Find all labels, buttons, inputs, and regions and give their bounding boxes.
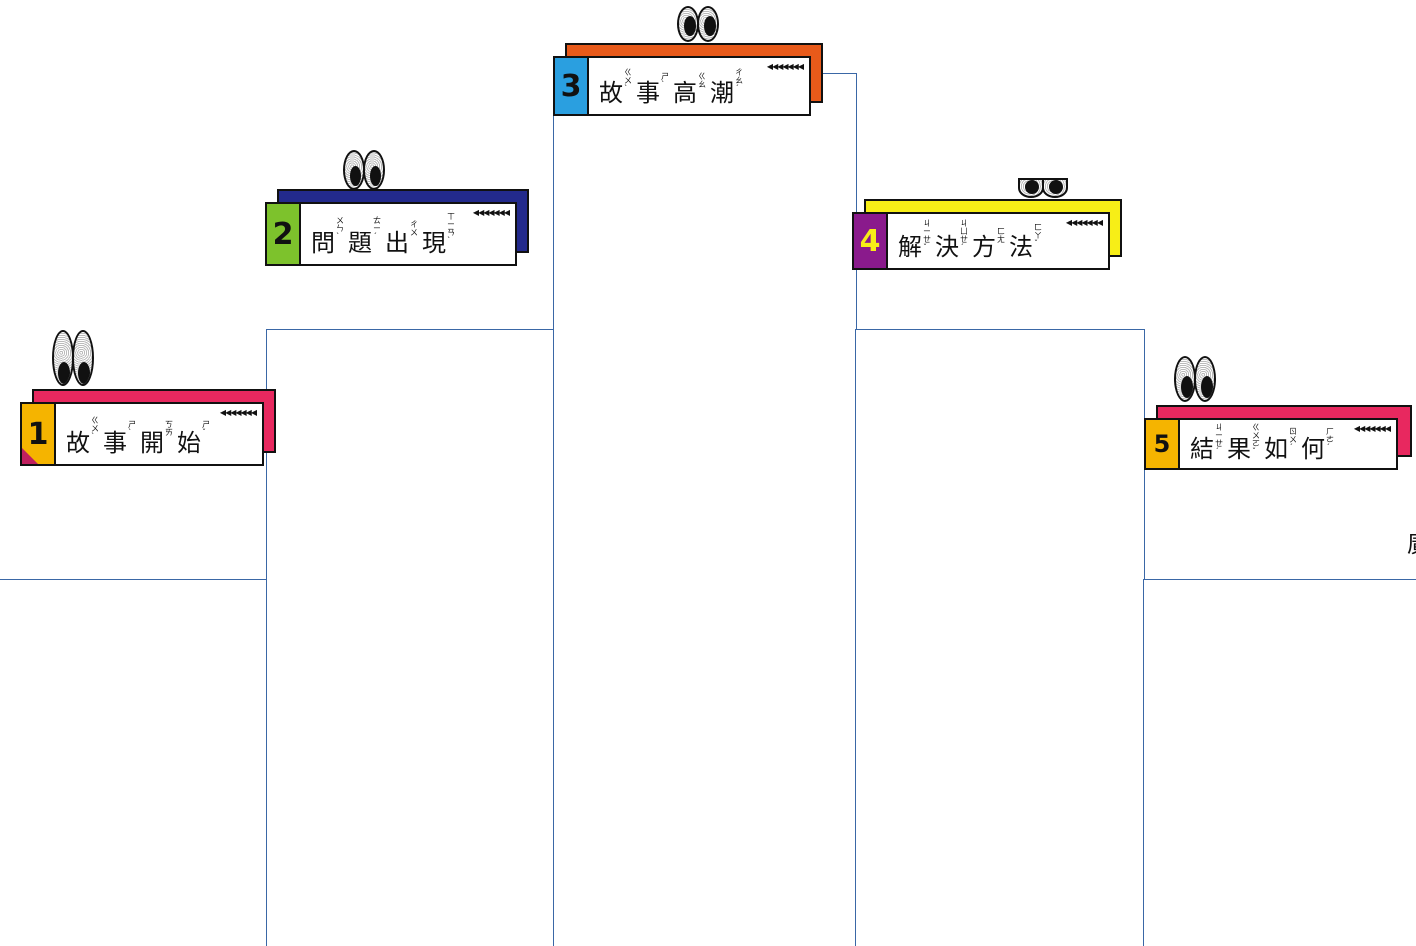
title-char: 結 <box>1190 436 1214 462</box>
title-char: 出 <box>385 230 409 256</box>
step-number: 3 <box>561 69 582 104</box>
title-char: 故 <box>599 80 623 106</box>
title-char: 事 <box>103 430 127 456</box>
title-char: 何 <box>1301 436 1325 462</box>
triangle-decoration-icon <box>22 448 38 464</box>
zhuyin: ㄔㄨ <box>410 221 418 237</box>
title-char: 法 <box>1009 234 1033 260</box>
title-char: 問 <box>311 230 335 256</box>
step-number: 5 <box>1154 430 1171 458</box>
step-column-1 <box>0 579 268 946</box>
arrows-decoration-icon: ◀◀◀◀◀◀◀ <box>1354 424 1390 433</box>
arrows-decoration-icon: ◀◀◀◀◀◀◀ <box>767 62 803 71</box>
step-column-2 <box>266 329 555 946</box>
title-char: 開 <box>140 430 164 456</box>
title-char: 決 <box>935 234 959 260</box>
title-char: 高 <box>673 80 697 106</box>
arrows-decoration-icon: ◀◀◀◀◀◀◀ <box>1066 218 1102 227</box>
step-number-tab: 5 <box>1146 420 1180 468</box>
step-column-4 <box>855 329 1145 946</box>
zhuyin: ㄈㄤ <box>997 228 1005 244</box>
step-number-tab: 3 <box>555 58 589 114</box>
title-char: 現 <box>422 230 446 256</box>
title-char: 故 <box>66 430 90 456</box>
title-char: 如 <box>1264 436 1288 462</box>
step-number: 2 <box>273 217 294 252</box>
arrows-decoration-icon: ◀◀◀◀◀◀◀ <box>473 208 509 217</box>
step-number-tab: 2 <box>267 204 301 264</box>
step-number-tab: 4 <box>854 214 888 268</box>
title-char: 果 <box>1227 436 1251 462</box>
step-number-tab: 1 <box>22 404 56 464</box>
zhuyin: ㄍㄠ <box>698 73 706 89</box>
title-char: 事 <box>636 80 660 106</box>
title-char: 解 <box>898 234 922 260</box>
zhuyin: ㄎㄞ <box>165 421 173 437</box>
edge-text: 廣 <box>1407 524 1416 559</box>
title-char: 始 <box>177 430 201 456</box>
step-column-3 <box>553 73 857 946</box>
title-char: 潮 <box>710 80 734 106</box>
step-number: 1 <box>28 417 49 452</box>
step-column-5 <box>1143 579 1416 946</box>
step-number: 4 <box>860 224 881 259</box>
arrows-decoration-icon: ◀◀◀◀◀◀◀ <box>220 408 256 417</box>
title-char: 題 <box>348 230 372 256</box>
title-char: 方 <box>972 234 996 260</box>
